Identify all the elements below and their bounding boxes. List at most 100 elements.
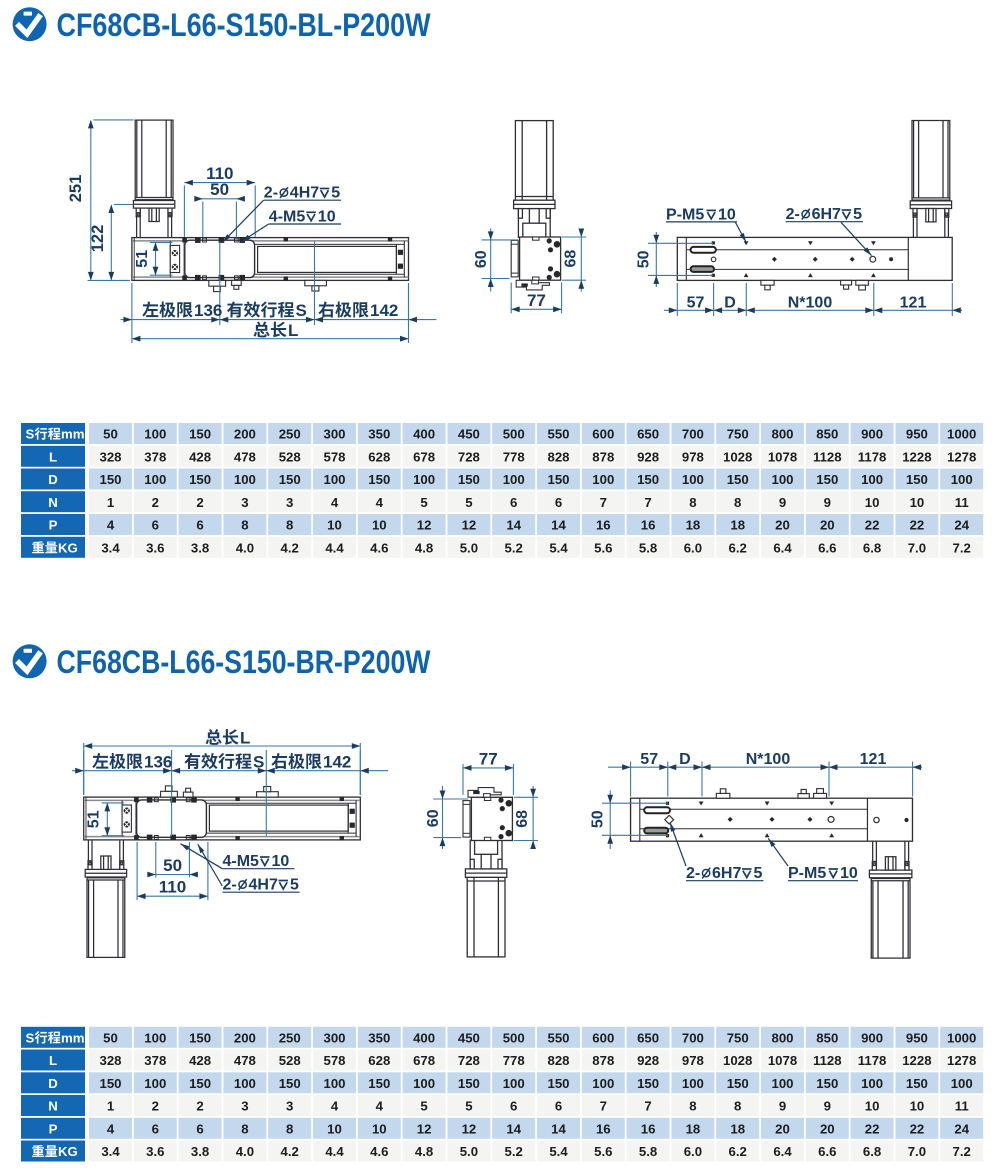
svg-text:6: 6 xyxy=(510,495,517,510)
svg-text:100: 100 xyxy=(951,1076,973,1091)
svg-text:10: 10 xyxy=(272,853,290,870)
svg-text:12: 12 xyxy=(462,518,477,533)
svg-text:3.6: 3.6 xyxy=(146,1144,164,1159)
svg-text:600: 600 xyxy=(592,1030,614,1045)
svg-text:150: 150 xyxy=(368,472,390,487)
svg-text:6.6: 6.6 xyxy=(818,540,836,555)
svg-text:4.2: 4.2 xyxy=(281,540,299,555)
svg-text:5.4: 5.4 xyxy=(549,540,568,555)
svg-text:450: 450 xyxy=(458,427,480,442)
svg-text:10: 10 xyxy=(318,208,336,225)
svg-text:8: 8 xyxy=(734,495,741,510)
svg-text:68: 68 xyxy=(562,250,579,268)
svg-text:7.0: 7.0 xyxy=(908,540,926,555)
svg-text:D: D xyxy=(48,472,58,487)
svg-text:22: 22 xyxy=(910,518,925,533)
svg-text:1078: 1078 xyxy=(768,449,797,464)
svg-text:150: 150 xyxy=(637,472,659,487)
svg-text:478: 478 xyxy=(234,1053,256,1068)
svg-text:428: 428 xyxy=(189,449,211,464)
svg-text:3: 3 xyxy=(241,495,248,510)
svg-text:5: 5 xyxy=(420,495,427,510)
svg-text:350: 350 xyxy=(368,1030,390,1045)
svg-text:5.8: 5.8 xyxy=(639,540,657,555)
svg-text:2: 2 xyxy=(196,495,203,510)
svg-text:4H7: 4H7 xyxy=(290,185,319,202)
svg-text:550: 550 xyxy=(547,427,569,442)
svg-text:10: 10 xyxy=(372,1121,387,1136)
svg-text:1278: 1278 xyxy=(947,449,976,464)
svg-text:100: 100 xyxy=(771,472,793,487)
svg-text:5.0: 5.0 xyxy=(460,540,478,555)
svg-text:550: 550 xyxy=(547,1030,569,1045)
svg-text:6.4: 6.4 xyxy=(773,1144,792,1159)
svg-text:500: 500 xyxy=(503,427,525,442)
svg-text:4.6: 4.6 xyxy=(370,540,388,555)
svg-text:150: 150 xyxy=(458,472,480,487)
svg-text:100: 100 xyxy=(861,1076,883,1091)
svg-text:100: 100 xyxy=(592,1076,614,1091)
svg-text:100: 100 xyxy=(861,472,883,487)
svg-text:928: 928 xyxy=(637,449,659,464)
svg-text:378: 378 xyxy=(144,449,166,464)
svg-text:121: 121 xyxy=(860,751,887,768)
svg-text:6H7: 6H7 xyxy=(712,865,741,882)
svg-text:700: 700 xyxy=(682,427,704,442)
svg-text:150: 150 xyxy=(906,472,928,487)
svg-text:16: 16 xyxy=(641,518,656,533)
svg-text:8: 8 xyxy=(734,1099,741,1114)
svg-text:18: 18 xyxy=(686,1121,701,1136)
svg-text:7: 7 xyxy=(600,495,607,510)
svg-text:57: 57 xyxy=(687,295,705,312)
svg-text:4.8: 4.8 xyxy=(415,1144,433,1159)
svg-text:50: 50 xyxy=(103,1030,118,1045)
svg-text:100: 100 xyxy=(503,1076,525,1091)
svg-text:100: 100 xyxy=(951,472,973,487)
svg-text:150: 150 xyxy=(189,1030,211,1045)
svg-text:100: 100 xyxy=(771,1076,793,1091)
svg-text:4: 4 xyxy=(107,1121,115,1136)
svg-text:3.6: 3.6 xyxy=(146,540,164,555)
svg-text:10: 10 xyxy=(840,865,858,882)
svg-text:978: 978 xyxy=(682,449,704,464)
svg-text:10: 10 xyxy=(372,518,387,533)
svg-text:728: 728 xyxy=(458,449,480,464)
svg-text:mm: mm xyxy=(61,427,84,442)
svg-text:950: 950 xyxy=(906,427,928,442)
svg-text:100: 100 xyxy=(413,1076,435,1091)
svg-text:9: 9 xyxy=(779,495,786,510)
svg-text:14: 14 xyxy=(551,518,566,533)
svg-text:12: 12 xyxy=(417,518,432,533)
svg-text:4.4: 4.4 xyxy=(325,1144,344,1159)
svg-text:24: 24 xyxy=(954,518,969,533)
svg-text:100: 100 xyxy=(323,472,345,487)
svg-text:D: D xyxy=(679,751,691,768)
svg-text:14: 14 xyxy=(506,1121,521,1136)
svg-text:400: 400 xyxy=(413,427,435,442)
svg-text:6.4: 6.4 xyxy=(773,540,792,555)
svg-text:150: 150 xyxy=(727,1076,749,1091)
svg-text:4-M5: 4-M5 xyxy=(223,853,260,870)
svg-text:CF68CB-L66-S150-BL-P200W: CF68CB-L66-S150-BL-P200W xyxy=(57,7,432,43)
svg-text:10: 10 xyxy=(327,1121,342,1136)
svg-text:4: 4 xyxy=(376,495,384,510)
svg-text:20: 20 xyxy=(775,1121,790,1136)
svg-text:5: 5 xyxy=(465,495,472,510)
svg-text:750: 750 xyxy=(727,427,749,442)
svg-text:1078: 1078 xyxy=(768,1053,797,1068)
svg-text:6: 6 xyxy=(152,1121,159,1136)
svg-text:6.2: 6.2 xyxy=(729,1144,747,1159)
svg-text:77: 77 xyxy=(479,749,498,768)
svg-text:578: 578 xyxy=(323,449,345,464)
svg-text:1000: 1000 xyxy=(947,1030,976,1045)
svg-text:N: N xyxy=(48,495,58,510)
svg-text:2-: 2- xyxy=(223,877,237,894)
svg-text:150: 150 xyxy=(906,1076,928,1091)
svg-text:S: S xyxy=(253,753,264,772)
svg-text:7.2: 7.2 xyxy=(953,1144,971,1159)
svg-text:300: 300 xyxy=(323,1030,345,1045)
svg-text:328: 328 xyxy=(99,449,121,464)
svg-text:S: S xyxy=(296,301,307,320)
svg-text:4.2: 4.2 xyxy=(281,1144,299,1159)
svg-text:5.6: 5.6 xyxy=(594,1144,612,1159)
